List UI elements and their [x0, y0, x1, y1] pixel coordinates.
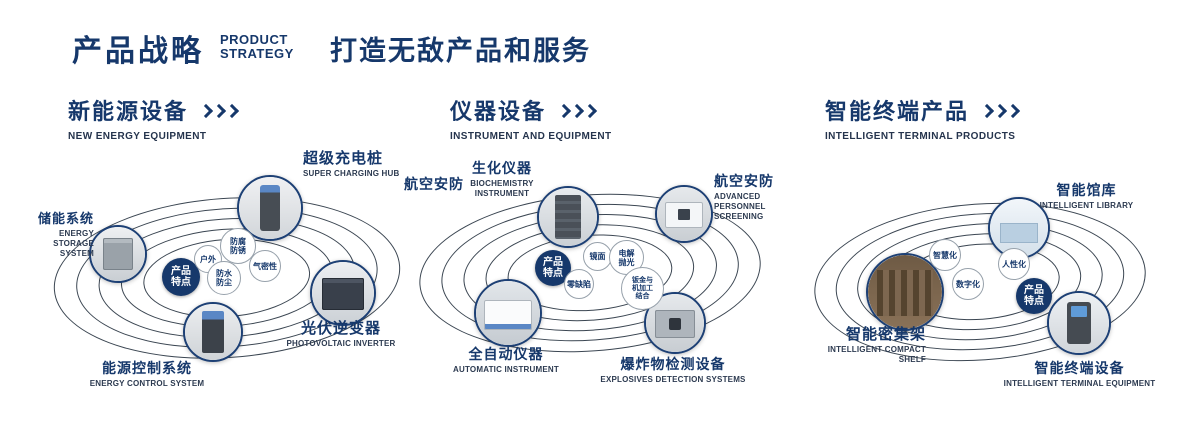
chevron-icon — [582, 103, 598, 119]
node-energy-control — [183, 302, 243, 362]
feature-bubble-mirror: 镜面 — [583, 242, 612, 271]
node-label-energy-control: 能源控制系统 ENERGY CONTROL SYSTEM — [82, 360, 212, 389]
feature-bubble-humanized: 人性化 — [998, 248, 1030, 280]
node-label-en: PHOTOVOLTAIC INVERTER — [286, 339, 396, 348]
instruments-diagram: 航空安防 生化仪器 BIOCHEMISTRY INSTRUMENT 航空安防 A… — [404, 140, 820, 410]
node-personnel-screening — [655, 185, 713, 243]
product-features-badge: 产品特点 — [1016, 278, 1052, 314]
node-label-photovoltaic-inverter: 光伏逆变器 PHOTOVOLTAIC INVERTER — [286, 320, 396, 349]
node-label-cn: 航空安防 — [404, 176, 464, 192]
control-system-photo — [185, 304, 241, 360]
section-title: 仪器设备 — [450, 99, 547, 124]
section-heading-instruments: 仪器设备 INSTRUMENT AND EQUIPMENT — [450, 94, 611, 142]
node-label-en: SUPER CHARGING HUB — [303, 169, 400, 178]
node-super-charging-hub — [237, 175, 303, 241]
node-biochemistry-instrument — [537, 186, 599, 248]
charging-hub-photo — [239, 177, 301, 239]
feature-bubble-airtight: 气密性 — [249, 250, 281, 282]
node-label-cn: 智能馆库 — [1056, 182, 1117, 198]
section-subtitle: NEW ENERGY EQUIPMENT — [68, 131, 207, 142]
section-title: 新能源设备 — [68, 99, 189, 124]
node-label-en: ENERGY STORAGE SYSTEM — [53, 229, 94, 258]
product-features-badge: 产品特点 — [162, 258, 200, 296]
screening-photo — [657, 187, 711, 241]
triple-chevron-icon — [556, 103, 598, 119]
node-label-en: BIOCHEMISTRY INSTRUMENT — [470, 179, 534, 198]
chevron-icon — [1005, 103, 1021, 119]
feature-bubble-smart: 智慧化 — [929, 239, 961, 271]
node-label-cn: 航空安防 — [714, 173, 774, 189]
node-explosives-detection — [644, 292, 706, 354]
node-label-cn: 全自动仪器 — [468, 346, 544, 362]
node-label-intelligent-library: 智能馆库 INTELLIGENT LIBRARY — [1024, 182, 1149, 211]
section-subtitle: INTELLIGENT TERMINAL PRODUCTS — [825, 131, 1016, 142]
node-label-super-charging-hub: 超级充电桩 SUPER CHARGING HUB — [303, 150, 423, 179]
node-compact-shelf — [866, 253, 944, 331]
biochemistry-photo — [539, 188, 597, 246]
node-label-en: INTELLIGENT LIBRARY — [1039, 201, 1134, 210]
node-label-cn: 超级充电桩 — [303, 150, 384, 167]
node-label-en: AUTOMATIC INSTRUMENT — [453, 365, 559, 374]
node-label-cn: 生化仪器 — [472, 160, 532, 176]
node-label-personnel-screening: 航空安防 ADVANCED PERSONNEL SCREENING — [714, 173, 810, 222]
feature-bubble-waterproof: 防水防尘 — [207, 261, 241, 295]
node-label-energy-storage: 储能系统 ENERGY STORAGE SYSTEM — [22, 210, 94, 259]
node-label-automatic-instrument: 全自动仪器 AUTOMATIC INSTRUMENT — [431, 346, 581, 375]
feature-bubble-zero-defect: 零缺陷 — [564, 269, 594, 299]
energy-storage-photo — [91, 227, 145, 281]
feature-bubble-sheetmetal: 钣金与机加工结合 — [621, 267, 664, 310]
node-label-en: INTELLIGENT COMPACT SHELF — [827, 345, 926, 364]
page-title: 产品战略 — [72, 35, 204, 68]
section-heading-intelligent-terminal: 智能终端产品 INTELLIGENT TERMINAL PRODUCTS — [825, 94, 1021, 142]
node-terminal-equipment — [1047, 291, 1111, 355]
label-aviation-security: 航空安防 — [404, 176, 466, 193]
compact-shelf-photo — [868, 255, 942, 329]
node-label-en: INTELLIGENT TERMINAL EQUIPMENT — [1003, 379, 1156, 388]
node-label-cn: 光伏逆变器 — [300, 320, 381, 337]
node-label-terminal-equipment: 智能终端设备 INTELLIGENT TERMINAL EQUIPMENT — [1002, 360, 1157, 389]
new-energy-diagram: 储能系统 ENERGY STORAGE SYSTEM 超级充电桩 SUPER C… — [30, 140, 430, 410]
slogan: 打造无敌产品和服务 — [330, 36, 591, 66]
automatic-instrument-photo — [476, 281, 540, 345]
node-energy-storage — [89, 225, 147, 283]
node-label-en: ENERGY CONTROL SYSTEM — [89, 379, 205, 388]
node-label-cn: 储能系统 — [37, 211, 94, 226]
intelligent-library-photo — [990, 199, 1048, 257]
section-heading-new-energy: 新能源设备 NEW ENERGY EQUIPMENT — [68, 94, 240, 142]
node-label-cn: 爆炸物检测设备 — [620, 356, 726, 372]
node-label-en: EXPLOSIVES DETECTION SYSTEMS — [600, 375, 746, 384]
node-label-cn: 智能终端设备 — [1034, 360, 1125, 376]
node-label-explosives-detection: 爆炸物检测设备 EXPLOSIVES DETECTION SYSTEMS — [593, 356, 753, 385]
intelligent-terminal-diagram: 智能馆库 INTELLIGENT LIBRARY 智能密集架 INTELLIGE… — [808, 140, 1200, 410]
triple-chevron-icon — [979, 103, 1021, 119]
node-label-biochemistry: 生化仪器 BIOCHEMISTRY INSTRUMENT — [462, 160, 542, 199]
node-photovoltaic-inverter — [310, 260, 376, 326]
feature-bubble-digital: 数字化 — [952, 268, 984, 300]
node-label-cn: 能源控制系统 — [102, 360, 192, 376]
page-title-en-line1: PRODUCT — [220, 32, 288, 47]
page-title-en-line2: STRATEGY — [220, 46, 294, 61]
page-title-en: PRODUCT STRATEGY — [220, 33, 294, 61]
node-label-cn: 智能密集架 — [845, 326, 926, 343]
node-label-compact-shelf: 智能密集架 INTELLIGENT COMPACT SHELF — [818, 326, 926, 365]
triple-chevron-icon — [198, 103, 240, 119]
section-subtitle: INSTRUMENT AND EQUIPMENT — [450, 131, 612, 142]
section-title: 智能终端产品 — [825, 99, 970, 124]
node-label-en: ADVANCED PERSONNEL SCREENING — [714, 192, 766, 221]
inverter-photo — [312, 262, 374, 324]
terminal-equipment-photo — [1049, 293, 1109, 353]
chevron-icon — [224, 103, 240, 119]
node-automatic-instrument — [474, 279, 542, 347]
